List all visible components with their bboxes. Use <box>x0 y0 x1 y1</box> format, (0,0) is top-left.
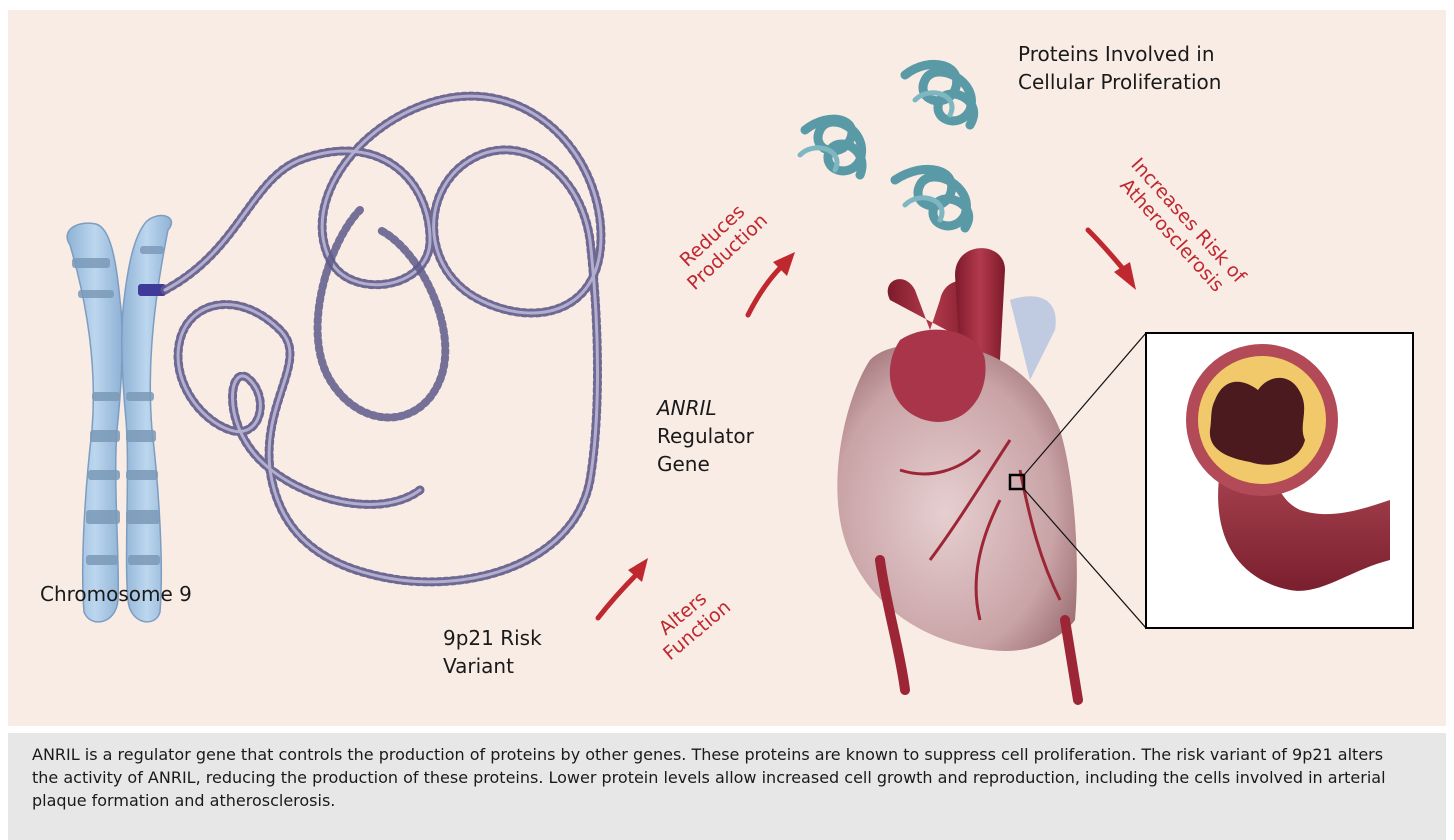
label-chromosome: Chromosome 9 <box>40 582 192 606</box>
increases-arrow <box>1088 230 1136 290</box>
label-proteins-1: Proteins Involved in <box>1018 42 1215 66</box>
label-variant-1: 9p21 Risk <box>443 626 542 650</box>
chromosome-9 <box>67 216 171 622</box>
label-gene-1: ANRIL <box>657 396 717 420</box>
label-variant-2: Variant <box>443 654 514 678</box>
artery-inset <box>1146 333 1413 628</box>
protein-2 <box>905 64 974 125</box>
protein-1 <box>800 119 862 175</box>
alters-arrow <box>598 558 648 618</box>
caption-box: ANRIL is a regulator gene that controls … <box>8 733 1446 840</box>
reduces-arrow <box>748 252 795 315</box>
dna-coil <box>165 96 601 582</box>
protein-cluster <box>800 64 974 228</box>
caption-text: ANRIL is a regulator gene that controls … <box>32 743 1412 812</box>
protein-3 <box>895 169 969 228</box>
label-gene-3: Gene <box>657 452 710 476</box>
label-proteins-2: Cellular Proliferation <box>1018 70 1221 94</box>
label-gene-2: Regulator <box>657 424 754 448</box>
heart <box>837 248 1078 700</box>
